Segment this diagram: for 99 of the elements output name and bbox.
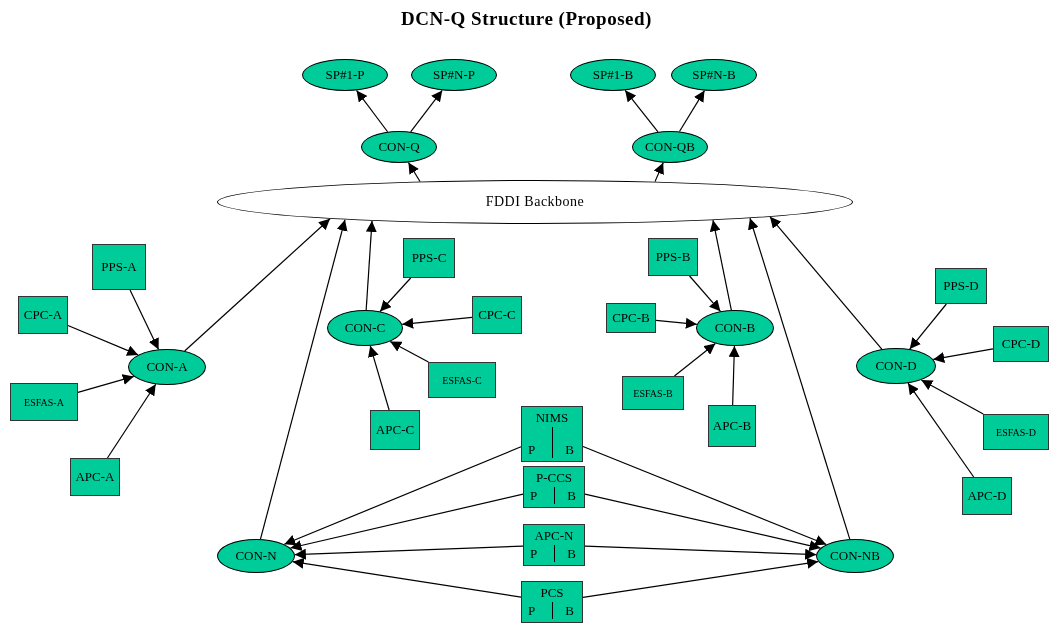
port-label: B [567, 488, 576, 504]
node-box [648, 238, 698, 276]
node-label: CON-D [875, 358, 917, 374]
node-box [622, 376, 684, 410]
arrow [355, 89, 389, 133]
arrow [106, 383, 157, 459]
arrow [584, 493, 822, 551]
node-label: APC-N [533, 528, 575, 544]
node-box [935, 268, 987, 304]
node-label: CON-A [146, 359, 188, 375]
arrow [410, 89, 443, 133]
node-label: CON-C [344, 320, 386, 336]
arrow [292, 557, 522, 598]
node-box [370, 410, 420, 450]
node-box [962, 477, 1012, 515]
node-label: NIMS [534, 410, 570, 426]
arrow [289, 493, 524, 551]
arrow [77, 374, 135, 393]
node-box [993, 326, 1049, 362]
arrow [368, 345, 390, 411]
node-box [18, 296, 68, 334]
node-ellipse [217, 539, 295, 573]
node-box [70, 458, 120, 496]
node-label: CPC-D [1001, 336, 1041, 352]
port-label: P [530, 546, 538, 562]
port-label: B [565, 442, 574, 458]
node-label: SP#1-P [325, 67, 365, 83]
arrow [582, 445, 827, 546]
node-label: ESFAS-A [24, 396, 64, 408]
node-label: P-CCS [534, 470, 574, 486]
arrow [678, 90, 706, 133]
diagram-title: DCN-Q Structure (Proposed) [400, 8, 653, 30]
node-label: CPC-C [478, 307, 516, 323]
arrow [584, 545, 817, 560]
node-box [708, 405, 756, 447]
split-box [521, 581, 583, 623]
node-label: APC-A [75, 469, 115, 485]
node-label: CON-B [714, 320, 756, 336]
port-label: B [567, 546, 576, 562]
arrow [932, 348, 994, 363]
node-label: APC-C [375, 422, 415, 438]
arrow [689, 275, 721, 312]
node-ellipse [327, 310, 403, 346]
node-label: CON-QB [645, 139, 695, 155]
node-label: SP#N-P [433, 67, 475, 83]
split-box [523, 466, 585, 508]
node-label: SP#1-B [592, 67, 634, 83]
arrow [129, 289, 160, 351]
port-label: P [530, 488, 538, 504]
node-box [10, 383, 78, 421]
arrow [283, 446, 522, 546]
node-box [472, 296, 522, 334]
node-label: PPS-A [101, 259, 137, 275]
node-label: APC-D [967, 488, 1007, 504]
node-box [428, 362, 496, 398]
node-label: PPS-D [943, 278, 979, 294]
arrow [748, 217, 851, 540]
arrow [294, 545, 524, 560]
arrow [389, 340, 430, 363]
node-box [606, 303, 656, 333]
arrow [365, 220, 377, 311]
arrow [728, 345, 740, 406]
node-ellipse [856, 348, 936, 384]
arrow [401, 316, 473, 329]
arrow [259, 219, 348, 540]
node-box [983, 414, 1049, 450]
node-label: PPS-C [411, 250, 447, 266]
arrow [624, 89, 659, 133]
port-label: P [528, 603, 536, 619]
node-label: PCS [539, 585, 565, 601]
node-box [403, 238, 455, 278]
node-label: FDDI Backbone [485, 194, 585, 210]
arrow [655, 317, 698, 329]
split-box [523, 524, 585, 566]
node-label: PPS-B [655, 249, 691, 265]
arrow [67, 324, 139, 356]
port-label: B [565, 603, 574, 619]
arrow [673, 342, 716, 377]
arrow [769, 216, 883, 350]
node-label: SP#N-B [692, 67, 736, 83]
node-ellipse [816, 539, 894, 573]
arrow [909, 303, 947, 350]
node-label: ESFAS-D [996, 426, 1036, 438]
node-label: APC-B [712, 418, 752, 434]
node-label: ESFAS-C [442, 374, 482, 386]
arrow [907, 382, 975, 478]
node-label: CON-Q [378, 139, 420, 155]
node-box [92, 244, 146, 290]
split-box [521, 406, 583, 462]
node-label: CON-N [235, 548, 277, 564]
node-label: CON-NB [830, 548, 880, 564]
arrow [920, 379, 984, 415]
arrow [582, 557, 819, 598]
arrow [709, 219, 732, 311]
port-label: P [528, 442, 536, 458]
node-label: CPC-A [23, 307, 63, 323]
node-label: ESFAS-B [633, 387, 673, 399]
node-ellipse [128, 349, 206, 385]
node-label: CPC-B [612, 310, 650, 326]
